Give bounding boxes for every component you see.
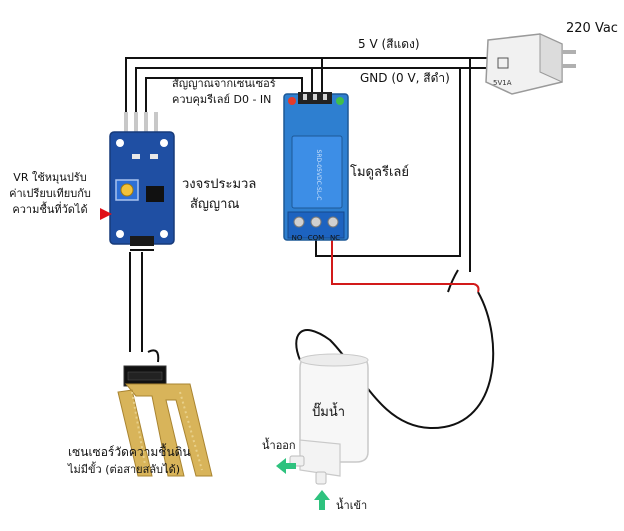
pump-label: ปั๊มน้ำ [312, 405, 346, 420]
sensor-label-2: ไม่มีขั้ว (ต่อสายสลับได้) [68, 463, 181, 476]
sensor-lead-bend [147, 349, 160, 363]
gnd-line-label: GND (0 V, สีดำ) [360, 71, 450, 85]
red-wire-end [473, 283, 480, 293]
gnd-to-com [315, 68, 461, 257]
relay-led-red [288, 97, 296, 105]
adapter-prong-1 [562, 50, 576, 54]
signal-wire [145, 77, 303, 120]
pump-lead-black-start [447, 269, 459, 293]
water-out-label: น้ำออก [262, 439, 296, 452]
processor-label-2: สัญญาณ [190, 197, 240, 212]
vr-note-line-2: ค่าเปรียบเทียบกับ [9, 187, 91, 200]
vcc-line-label: 5 V (สีแดง) [358, 37, 420, 51]
relay-led-green [336, 97, 344, 105]
red-wire [331, 238, 474, 285]
sensor-label-1: เซนเซอร์วัดความชื้นดิน [68, 445, 191, 459]
gnd-wire [135, 67, 488, 120]
water-out-arrow [276, 458, 296, 474]
ac-input-label: 220 Vac [566, 21, 618, 36]
water-in-label: น้ำเข้า [336, 499, 368, 512]
vr-note-line-3: ความชื้นที่วัดได้ [12, 203, 88, 216]
pump-lead-black [295, 291, 495, 430]
terminal-com: COM [308, 234, 324, 242]
water-pump [289, 353, 369, 485]
vr-pointer-arrow [100, 208, 112, 220]
adapter-prong-2 [562, 64, 576, 68]
signal-line-label-2: ควบคุมรีเลย์ D0 - IN [172, 93, 272, 106]
soil-sensor [117, 365, 213, 477]
processor-board [109, 112, 175, 251]
vr-note-line-1: VR ใช้หมุนปรับ [13, 171, 87, 184]
relay-module-label: โมดูลรีเลย์ [350, 165, 409, 180]
adapter-marking: 5V1A [493, 79, 512, 87]
signal-line-label-1: สัญญาณจากเซนเซอร์ [172, 77, 276, 90]
black-wires [125, 57, 495, 430]
processor-label-1: วงจรประมวล [182, 177, 257, 192]
svg-text:SRD-05VDC-SL-C: SRD-05VDC-SL-C [315, 150, 322, 201]
relay-module: SRD-05VDC-SL-C NO COM NC [283, 92, 349, 242]
vcc-wire [125, 57, 488, 120]
power-adapter: 5V1A [485, 33, 576, 95]
terminal-nc: NC [330, 234, 340, 242]
terminal-no: NO [292, 234, 303, 242]
pump-inlet [315, 471, 327, 485]
water-in-arrow [314, 490, 330, 510]
